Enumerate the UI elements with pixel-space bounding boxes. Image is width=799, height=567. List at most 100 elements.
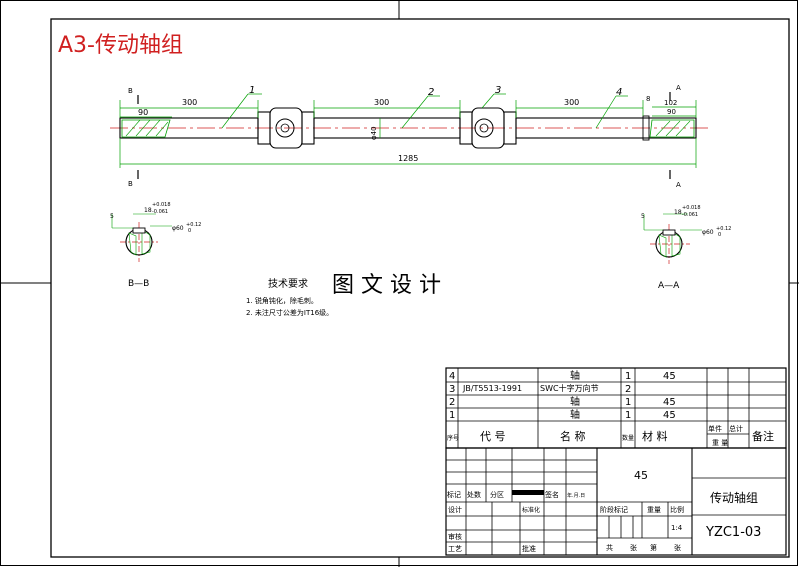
bb-dia-tol-upper: +0.12 [186, 222, 201, 228]
bom-row-3-material: 45 [663, 397, 676, 408]
shaft-3-shoulder [642, 115, 650, 141]
tb-mark: 标记 [447, 490, 461, 499]
bb-dia-tol-lower: 0 [188, 228, 191, 234]
dim-phi40: φ40 [370, 126, 378, 140]
bb-width: 18 [144, 207, 152, 214]
bom-row-1-no: 4 [449, 371, 455, 382]
title-block [445, 447, 787, 556]
bom-row-1-name: 轴 [570, 369, 580, 382]
joint-1-bearing [275, 118, 295, 138]
tb-stage: 阶段标记 [600, 505, 628, 514]
aa-width: 18 [674, 209, 682, 216]
dim-90-b: 90 [667, 108, 676, 116]
bom-header-material: 材 料 [642, 429, 668, 443]
tb-sheets: 张 [630, 543, 637, 552]
tb-weight: 重量 [647, 506, 661, 514]
shaft-3 [515, 117, 697, 139]
tb-sign: 签名 [545, 490, 559, 499]
bom-header-total-weight: 总计 [729, 424, 743, 433]
bb-tol-upper: +0.018 [152, 202, 171, 208]
dim-102: 102 [664, 99, 677, 107]
section-mark-a-bottom: A [676, 181, 681, 189]
tech-note-2: 2. 未注尺寸公差为IT16级。 [246, 308, 333, 317]
tb-total: 共 [606, 543, 613, 552]
bom-row-2-no: 3 [449, 384, 455, 395]
title-block-bar [512, 490, 544, 495]
tb-approve: 批准 [522, 544, 536, 553]
aa-dim-5: 5 [641, 213, 645, 220]
bom-row-3-name: 轴 [570, 395, 580, 408]
bom-header-remark: 备注 [752, 429, 774, 443]
tb-count: 处数 [467, 490, 481, 499]
bb-dim-5: 5 [110, 213, 114, 220]
aa-dia: φ60 [702, 229, 714, 236]
tb-material: 45 [634, 469, 648, 482]
bom-row-4-no: 1 [449, 410, 455, 421]
tb-review: 审核 [448, 532, 462, 541]
tb-scale-value: 1:4 [671, 524, 683, 532]
aa-tol-lower: -0.061 [682, 212, 698, 218]
tb-part-name: 传动轴组 [710, 490, 758, 505]
aa-dia-tol-upper: +0.12 [716, 226, 731, 232]
overlay-caption-bg [322, 264, 470, 300]
bb-dia: φ60 [172, 225, 184, 232]
bom-row-1-qty: 1 [625, 371, 631, 382]
dim-300-b: 300 [374, 98, 389, 107]
bom-header-qty: 数量 [622, 434, 634, 442]
bom-row-1-material: 45 [663, 371, 676, 382]
callout-3: 3 [495, 85, 501, 96]
bom-rows: 4 轴 1 45 3 JB/T5513-1991 SWC十字万向节 2 2 轴 … [449, 369, 676, 421]
bom-header-weight: 重 量 [712, 439, 728, 447]
shaft-1-hatch-region [121, 119, 171, 138]
shaft-assembly [110, 107, 712, 149]
drawing-title: A3-传动轴组 [58, 33, 183, 58]
tb-design: 设计 [448, 505, 462, 514]
section-b-b-label: B—B [128, 279, 149, 289]
aa-dia-tol-lower: 0 [718, 232, 721, 238]
bom-row-2-qty: 2 [625, 384, 631, 395]
section-a-a [643, 213, 702, 264]
callout-4: 4 [616, 87, 622, 98]
shaft-3-hatch-region [649, 119, 695, 138]
tb-scale: 比例 [670, 505, 684, 514]
bom-row-4-name: 轴 [570, 408, 580, 421]
callout-2: 2 [428, 87, 434, 98]
dim-300-a: 300 [182, 98, 197, 107]
bom-row-2-name: SWC十字万向节 [540, 383, 599, 393]
bom-header-unit-weight: 单件 [708, 424, 722, 433]
tb-drawing-no: YZC1-03 [705, 525, 761, 540]
section-mark-b-top: B [128, 87, 133, 95]
callout-leaders [221, 93, 628, 129]
bom-row-4-material: 45 [663, 410, 676, 421]
tb-zone: 分区 [490, 490, 504, 499]
dim-1285: 1285 [398, 154, 418, 163]
overlay-caption: 图 文 设 计 [332, 273, 441, 298]
bom-header: 序号 代 号 名 称 数量 材 料 单件 总计 重 量 备注 [447, 424, 774, 447]
bom-row-3-qty: 1 [625, 397, 631, 408]
section-mark-b-bottom: B [128, 180, 133, 188]
dim-90-a: 90 [138, 108, 148, 117]
tech-heading: 技术要求 [268, 277, 308, 290]
bom-header-no: 序号 [447, 434, 459, 442]
dim-8: 8 [646, 95, 650, 103]
tb-sheet: 张 [674, 543, 681, 552]
dim-300-c: 300 [564, 98, 579, 107]
tb-date: 年.月.日 [567, 492, 585, 499]
section-mark-a-top: A [676, 84, 681, 92]
bom-header-code: 代 号 [480, 430, 506, 443]
bom-row-4-qty: 1 [625, 410, 631, 421]
title-block-labels: 标记 处数 分区 签名 年.月.日 设计 标准化 阶段标记 重量 比例 审核 工… [447, 490, 684, 553]
dimension-lines [119, 100, 697, 168]
section-a-a-label: A—A [658, 281, 680, 291]
tb-page: 第 [650, 543, 657, 552]
aa-tol-upper: +0.018 [682, 205, 701, 211]
bb-tol-lower: -0.061 [152, 209, 168, 215]
section-cut-marks [137, 92, 671, 179]
bom-row-3-no: 2 [449, 397, 455, 408]
drawing-frame [50, 18, 790, 558]
section-b-b [111, 213, 172, 262]
bom-header-name: 名 称 [560, 429, 586, 443]
callout-1: 1 [249, 85, 255, 96]
tb-std: 标准化 [522, 506, 540, 514]
